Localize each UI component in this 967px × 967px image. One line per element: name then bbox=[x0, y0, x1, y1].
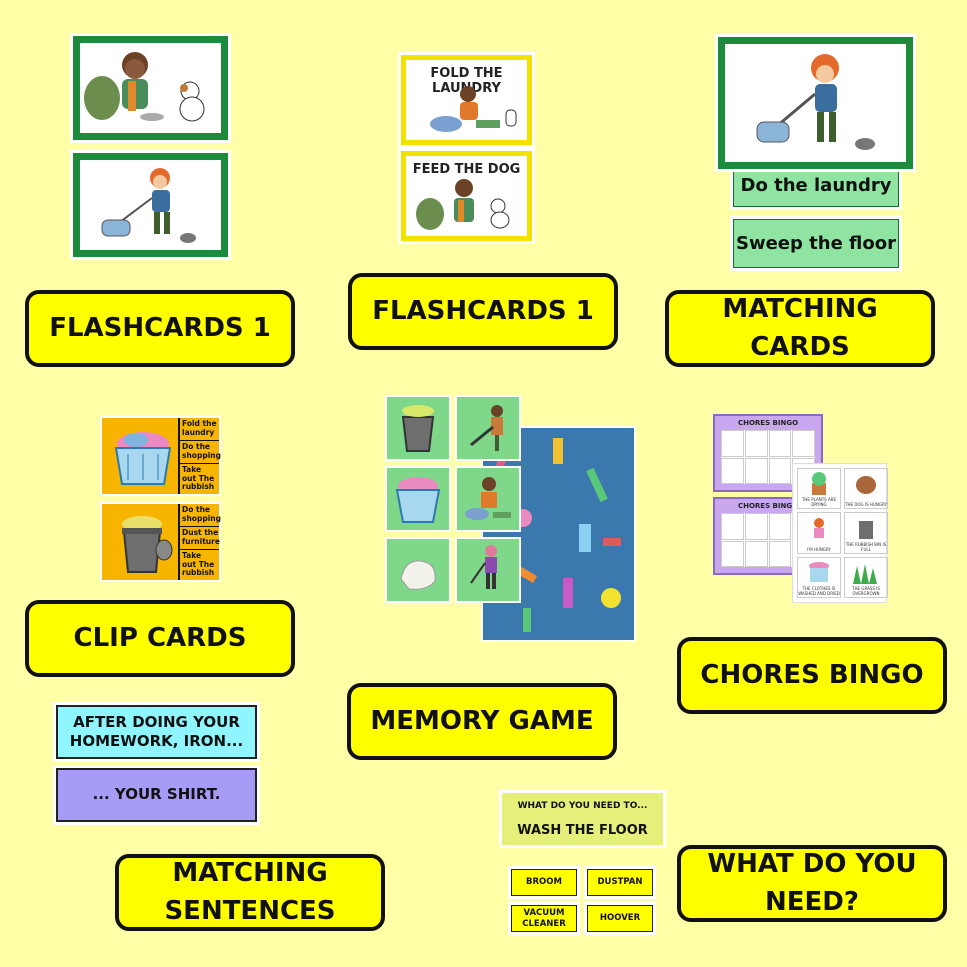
memory-game-label[interactable]: MEMORY GAME bbox=[347, 683, 617, 760]
bingo-cell bbox=[768, 457, 792, 484]
memory-card-back bbox=[481, 426, 636, 642]
bingo-cell bbox=[768, 540, 792, 567]
matching-picture-card bbox=[718, 37, 913, 169]
bingo-cell bbox=[744, 457, 768, 484]
calling-card-caption: THE GRASS IS OVERGROWN bbox=[852, 585, 880, 596]
matching-cards-label[interactable]: MATCHING CARDS bbox=[665, 290, 935, 367]
tool-card-broom[interactable]: BROOM bbox=[508, 866, 580, 899]
flashcard-fold-laundry: FOLD THE LAUNDRY bbox=[401, 55, 532, 145]
memory-tile-vacuum[interactable] bbox=[455, 537, 521, 603]
flashcard-girl-vacuum bbox=[73, 153, 228, 257]
memory-tile-laundry[interactable] bbox=[385, 466, 451, 532]
rubbish-bin-icon bbox=[859, 521, 873, 540]
calling-card-caption: THE PLANTS ARE DRYING bbox=[801, 497, 836, 508]
boy-feeding-dog-illustration bbox=[80, 43, 221, 133]
chores-bingo-label[interactable]: CHORES BINGO bbox=[677, 637, 947, 714]
need-question-card: WHAT DO YOU NEED TO... WASH THE FLOOR bbox=[499, 790, 666, 848]
boy-feeding-dog-illustration bbox=[416, 179, 510, 230]
calling-card: THE PLANTS ARE DRYING bbox=[797, 468, 841, 510]
need-task: WASH THE FLOOR bbox=[517, 823, 648, 838]
memory-tile-cloth[interactable] bbox=[385, 537, 451, 603]
plant-icon bbox=[812, 472, 826, 495]
tool-card-vacuum[interactable]: VACUUM CLEANER bbox=[508, 902, 580, 935]
bingo-cell bbox=[744, 513, 768, 540]
calling-card: THE DOG IS HUNGRY bbox=[844, 468, 888, 510]
bingo-cell bbox=[768, 430, 792, 457]
girl-vacuuming-illustration bbox=[80, 160, 221, 250]
clip-option[interactable]: Do the shopping bbox=[178, 440, 221, 464]
grass-icon bbox=[853, 563, 877, 584]
bingo-cell bbox=[768, 513, 792, 540]
tool-card-dustpan[interactable]: DUSTPAN bbox=[584, 866, 656, 899]
dog-icon bbox=[856, 476, 876, 494]
calling-card-caption: I'M HUNGRY bbox=[807, 546, 831, 552]
clip-card-rubbish: Do the shopping Dust the furniture Take … bbox=[100, 502, 221, 582]
bingo-cell bbox=[721, 513, 744, 540]
need-question: WHAT DO YOU NEED TO... bbox=[517, 801, 648, 811]
bingo-cell bbox=[721, 457, 744, 484]
bingo-cell bbox=[721, 430, 744, 457]
matching-sentences-label[interactable]: MATCHING SENTENCES bbox=[115, 854, 385, 931]
bingo-cell bbox=[721, 540, 744, 567]
flashcards-1-label-left[interactable]: FLASHCARDS 1 bbox=[25, 290, 295, 367]
bingo-board-title: CHORES BINGO bbox=[737, 502, 799, 510]
laundry-basket-icon bbox=[395, 477, 441, 523]
match-strip-sweep: Sweep the floor bbox=[730, 216, 902, 271]
calling-card-caption: THE DOG IS HUNGRY bbox=[845, 502, 887, 508]
flashcard-title: FEED THE DOG bbox=[412, 162, 521, 177]
clip-card-laundry: Fold the laundry Do the shopping Take ou… bbox=[100, 416, 221, 496]
memory-tile-fold[interactable] bbox=[455, 466, 521, 532]
child-icon bbox=[814, 518, 824, 539]
flashcard-boy-dog bbox=[73, 36, 228, 140]
flashcard-feed-dog: FEED THE DOG bbox=[401, 151, 532, 241]
calling-card-caption: THE CLOTHES IS WASHED AND DRIED bbox=[798, 585, 840, 596]
bingo-cell bbox=[744, 540, 768, 567]
girl-vacuuming-illustration bbox=[725, 44, 906, 162]
laundry-basket-icon bbox=[114, 432, 172, 485]
boy-folding-laundry-illustration bbox=[430, 86, 517, 132]
person-sweeping-icon bbox=[470, 405, 503, 451]
calling-card-caption: THE RUBBISH BIN IS FULL bbox=[845, 541, 887, 552]
calling-card: THE CLOTHES IS WASHED AND DRIED bbox=[797, 556, 841, 598]
clip-option[interactable]: Fold the laundry bbox=[178, 418, 219, 441]
rubbish-bin-icon bbox=[122, 516, 173, 573]
clip-option[interactable]: Take out The rubbish bbox=[178, 549, 219, 580]
clip-option[interactable]: Dust the furniture bbox=[178, 526, 220, 550]
clip-cards-label[interactable]: CLIP CARDS bbox=[25, 600, 295, 677]
boy-folding-icon bbox=[465, 477, 511, 520]
what-do-you-need-label[interactable]: WHAT DO YOU NEED? bbox=[677, 845, 947, 922]
calling-card: THE GRASS IS OVERGROWN bbox=[844, 556, 888, 598]
bingo-board-1: CHORES BINGO bbox=[713, 414, 823, 492]
calling-card: I'M HUNGRY bbox=[797, 512, 841, 554]
bingo-calling-cards: THE PLANTS ARE DRYING THE DOG IS HUNGRY … bbox=[792, 463, 888, 603]
flashcards-1-label-middle[interactable]: FLASHCARDS 1 bbox=[348, 273, 618, 350]
sentence-second-half: ... YOUR SHIRT. bbox=[53, 765, 260, 825]
rubbish-bin-icon bbox=[401, 405, 435, 452]
girl-vacuuming-icon bbox=[470, 545, 497, 589]
bingo-cell bbox=[744, 430, 768, 457]
bingo-board-title: CHORES BINGO bbox=[737, 419, 799, 427]
clip-option[interactable]: Do the shopping bbox=[178, 504, 221, 527]
bingo-cell bbox=[792, 430, 815, 457]
laundry-basket-icon bbox=[809, 561, 829, 582]
calling-card: THE RUBBISH BIN IS FULL bbox=[844, 512, 888, 554]
sentence-first-half: AFTER DOING YOUR HOMEWORK, IRON... bbox=[53, 702, 260, 762]
clip-option[interactable]: Take out The rubbish bbox=[178, 463, 219, 494]
memory-tile-sweep[interactable] bbox=[455, 395, 521, 461]
tool-card-hoover[interactable]: HOOVER bbox=[584, 902, 656, 935]
memory-tile-bin[interactable] bbox=[385, 395, 451, 461]
cloth-icon bbox=[400, 560, 436, 590]
